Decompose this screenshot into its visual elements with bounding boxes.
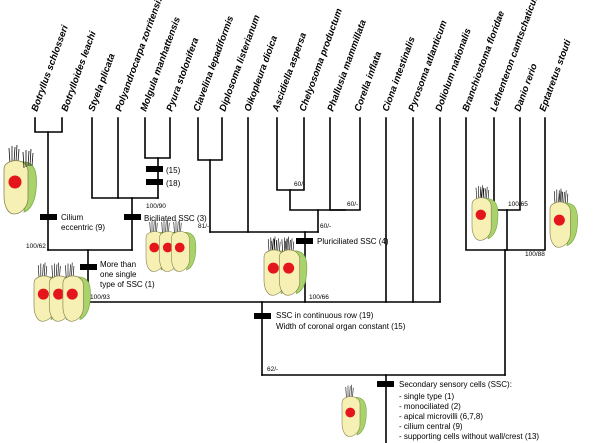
character-label: (18) bbox=[166, 179, 181, 188]
character-label: - apical microvilli (6,7,8) bbox=[399, 412, 483, 421]
sensory-cell-illustration bbox=[145, 219, 197, 272]
character-bar bbox=[146, 166, 163, 172]
support-value: 100/93 bbox=[90, 294, 110, 301]
character-label: - supporting cells without wall/crest (1… bbox=[399, 432, 539, 441]
character-label: type of SSC (1) bbox=[100, 280, 155, 289]
character-label: - cilium central (9) bbox=[399, 422, 463, 431]
sensory-cell-illustration bbox=[549, 188, 579, 248]
branch bbox=[91, 117, 159, 199]
cell-illustrations bbox=[3, 144, 579, 437]
branch bbox=[276, 117, 305, 191]
taxon-labels: Botryllus schlosseri Botrylloides leachi… bbox=[29, 0, 573, 114]
branch bbox=[289, 189, 346, 211]
sensory-cell-illustration bbox=[3, 144, 37, 215]
character-label: Biciliated SSC (3) bbox=[144, 214, 207, 223]
taxon-label: Corella inflata bbox=[352, 50, 384, 113]
branch bbox=[34, 117, 63, 133]
character-label: eccentric (9) bbox=[61, 223, 105, 232]
support-value: 60/- bbox=[347, 201, 358, 208]
character-label: Width of coronal organ constant (15) bbox=[276, 322, 406, 331]
taxon-label: Styela plicata bbox=[86, 52, 117, 113]
support-value: 60/- bbox=[320, 223, 331, 230]
character-label: - single type (1) bbox=[399, 392, 454, 401]
character-bars bbox=[40, 166, 394, 387]
character-label: Secondary sensory cells (SSC): bbox=[399, 380, 512, 389]
support-value: 100/90 bbox=[146, 203, 166, 210]
support-value: 100/88 bbox=[525, 251, 545, 258]
branch bbox=[197, 117, 223, 161]
support-value: 100/65 bbox=[508, 201, 528, 208]
branch bbox=[493, 117, 521, 211]
branch bbox=[144, 117, 171, 159]
character-label: SSC in continuous row (19) bbox=[276, 311, 374, 320]
character-bar bbox=[80, 264, 97, 270]
character-label: - monociliated (2) bbox=[399, 402, 461, 411]
branch bbox=[329, 117, 361, 211]
sensory-cell-illustration bbox=[341, 384, 367, 437]
taxon-label: Danio rerio bbox=[512, 62, 540, 113]
character-bar bbox=[124, 214, 141, 220]
character-bar bbox=[377, 381, 394, 387]
support-value: 62/- bbox=[267, 366, 278, 373]
character-labels: Cilium eccentric (9) Biciliated SSC (3) … bbox=[61, 166, 539, 441]
character-bar bbox=[146, 179, 163, 185]
sensory-cell-illustration bbox=[263, 236, 308, 296]
character-label: (15) bbox=[166, 166, 181, 175]
character-label: one single bbox=[100, 270, 137, 279]
character-label: Pluriciliated SSC (4) bbox=[317, 237, 389, 246]
character-label: Cilium bbox=[61, 213, 84, 222]
support-value: 100/62 bbox=[26, 243, 46, 250]
character-label: More than bbox=[100, 260, 136, 269]
character-bar bbox=[40, 214, 57, 220]
sensory-cell-illustration bbox=[33, 262, 91, 322]
taxon-label: Eptatretus stouti bbox=[537, 38, 573, 113]
support-value: 81/- bbox=[198, 223, 209, 230]
support-values: 100/62 100/90 100/93 81/- 60/- 60/- 60/-… bbox=[26, 181, 545, 373]
support-value: 100/66 bbox=[309, 294, 329, 301]
character-bar bbox=[296, 238, 313, 244]
support-value: 60/- bbox=[294, 181, 305, 188]
character-bar bbox=[254, 313, 271, 319]
